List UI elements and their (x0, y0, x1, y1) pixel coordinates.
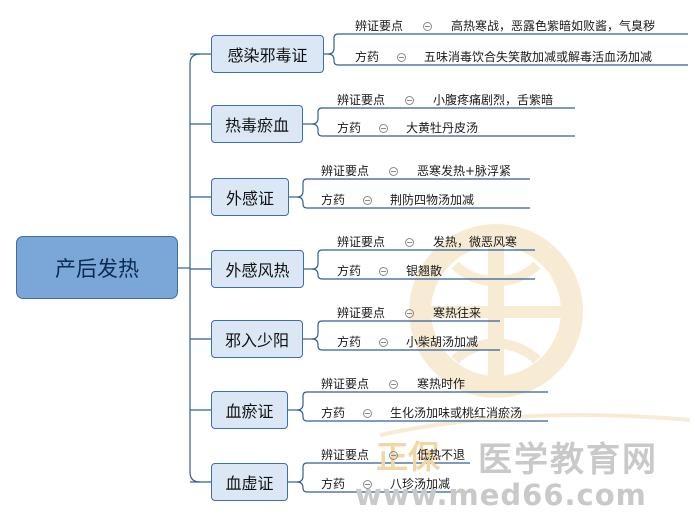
key-point-value: 发热，微恶风寒 (433, 235, 518, 249)
branch-label: 血虚证 (225, 474, 274, 493)
collapse-icon[interactable] (397, 53, 406, 62)
branch-label: 热毒瘀血 (224, 116, 289, 135)
prescription-value: 大黄牡丹皮汤 (406, 121, 479, 135)
key-point-label: 辨证要点 (337, 93, 386, 107)
collapse-icon[interactable] (423, 22, 432, 31)
prescription-label: 方药 (321, 193, 346, 207)
key-point-label: 辨证要点 (337, 235, 386, 249)
prescription-label: 方药 (337, 335, 362, 349)
collapse-icon[interactable] (363, 409, 372, 418)
collapse-icon[interactable] (379, 124, 388, 133)
collapse-icon[interactable] (405, 96, 414, 105)
watermark-url: www.med66.com (355, 478, 647, 512)
collapse-icon[interactable] (389, 380, 398, 389)
key-point-value: 恶寒发热+脉浮紧 (417, 164, 512, 178)
key-point-label: 辨证要点 (355, 19, 404, 33)
collapse-icon[interactable] (389, 451, 398, 460)
key-point-value: 高热寒战，恶露色紫暗如败酱，气臭秽 (451, 19, 656, 33)
key-point-label: 辨证要点 (321, 377, 370, 391)
prescription-label: 方药 (337, 264, 362, 278)
collapse-icon[interactable] (379, 267, 388, 276)
watermark-brand-logo: 正保 (376, 438, 441, 476)
branch-label: 邪入少阳 (224, 331, 289, 350)
key-point-value: 寒热往来 (433, 306, 482, 320)
collapse-icon[interactable] (363, 196, 372, 205)
collapse-icon[interactable] (405, 309, 414, 318)
prescription-label: 方药 (321, 406, 346, 420)
branch-label: 血瘀证 (225, 402, 274, 421)
collapse-icon[interactable] (379, 338, 388, 347)
root-node[interactable]: 产后发热 (16, 236, 178, 299)
prescription-value: 八珍汤加减 (390, 477, 451, 491)
key-point-label: 辨证要点 (321, 164, 370, 178)
branch-node[interactable]: 外感证 (211, 178, 289, 216)
prescription-value: 小柴胡汤加减 (406, 335, 479, 349)
branch-node[interactable]: 感染邪毒证 (211, 35, 324, 73)
prescription-value: 生化汤加味或桃红消瘀汤 (390, 406, 523, 420)
root-label: 产后发热 (55, 256, 139, 281)
prescription-value: 银翘散 (406, 264, 443, 278)
branch-node[interactable]: 血虚证 (211, 463, 288, 501)
prescription-label: 方药 (337, 121, 362, 135)
collapse-icon[interactable] (363, 480, 372, 489)
watermark-emblem (379, 224, 691, 437)
key-point-label: 辨证要点 (337, 306, 386, 320)
branch-label: 感染邪毒证 (227, 46, 308, 65)
watermark-brand-text: 医学教育网 (478, 440, 658, 480)
prescription-label: 方药 (355, 50, 380, 64)
key-point-value: 小腹疼痛剧烈，舌紫暗 (433, 93, 554, 107)
prescription-value: 五味消毒饮合失笑散加减或解毒活血汤加减 (424, 50, 653, 64)
key-point-value: 低热不退 (417, 448, 466, 462)
key-point-value: 寒热时作 (417, 377, 466, 391)
branch-label: 外感证 (225, 189, 274, 208)
collapse-icon[interactable] (405, 238, 414, 247)
branch-label: 外感风热 (225, 261, 290, 280)
prescription-label: 方药 (321, 477, 346, 491)
branch-node[interactable]: 热毒瘀血 (211, 105, 303, 143)
collapse-icon[interactable] (389, 167, 398, 176)
branch-node[interactable]: 血瘀证 (211, 391, 288, 429)
key-point-label: 辨证要点 (321, 448, 370, 462)
prescription-value: 荆防四物汤加减 (390, 193, 475, 207)
branch-node[interactable]: 外感风热 (211, 250, 304, 288)
branch-node[interactable]: 邪入少阳 (211, 320, 303, 358)
